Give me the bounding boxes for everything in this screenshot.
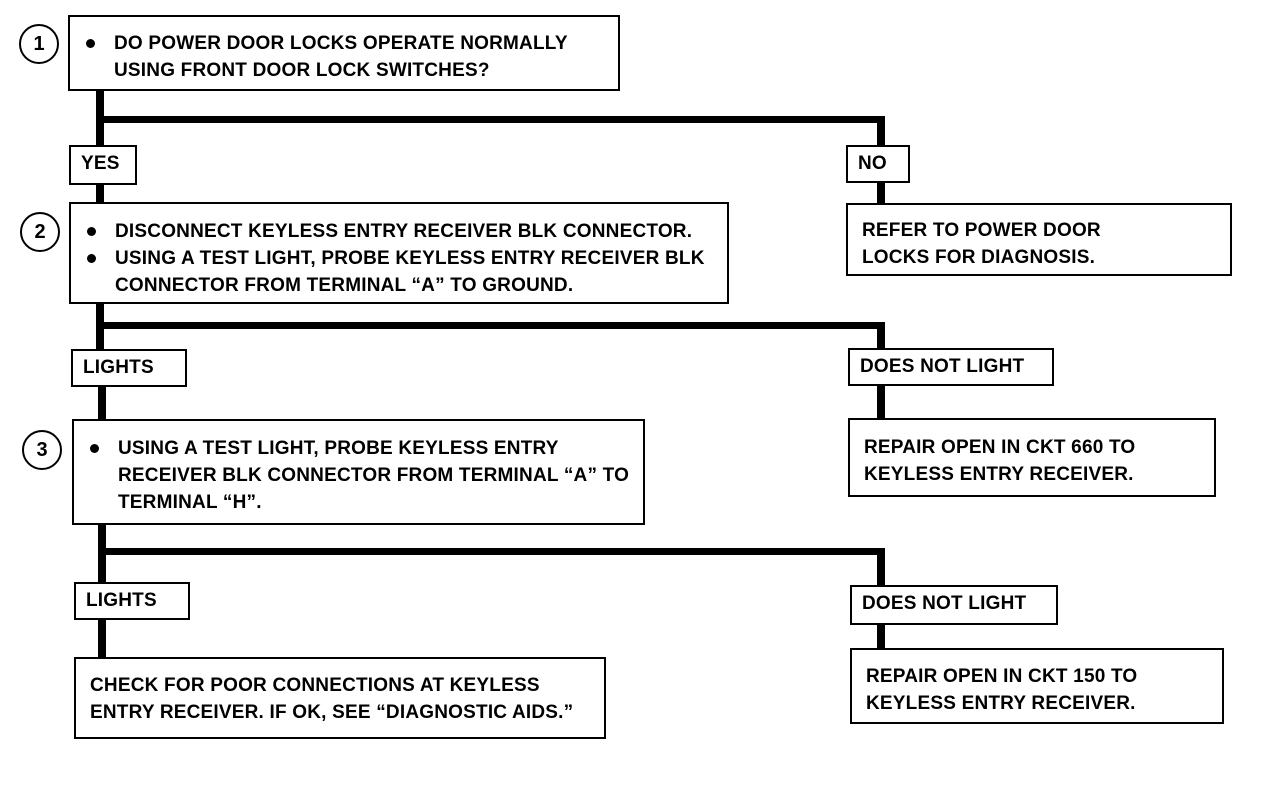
step-number-2: 2 bbox=[20, 212, 60, 252]
step-2-box: DISCONNECT KEYLESS ENTRY RECEIVER BLK CO… bbox=[69, 202, 729, 304]
connector-line bbox=[98, 548, 885, 555]
connector-line bbox=[877, 384, 885, 420]
branch-label-does-not-light: DOES NOT LIGHT bbox=[850, 585, 1058, 625]
connector-line bbox=[877, 179, 885, 205]
result-repair-ckt-150: REPAIR OPEN IN CKT 150 TO KEYLESS ENTRY … bbox=[850, 648, 1224, 724]
connector-line bbox=[96, 116, 885, 123]
result-refer-power-door-locks: REFER TO POWER DOOR LOCKS FOR DIAGNOSIS. bbox=[846, 203, 1232, 276]
connector-line bbox=[877, 622, 885, 650]
branch-label-yes: YES bbox=[69, 145, 137, 185]
step-1-bullet-1: DO POWER DOOR LOCKS OPERATE NORMALLY USI… bbox=[84, 30, 608, 84]
connector-line bbox=[96, 183, 104, 207]
result-check-poor-connections: CHECK FOR POOR CONNECTIONS AT KEYLESS EN… bbox=[74, 657, 606, 739]
branch-label-does-not-light: DOES NOT LIGHT bbox=[848, 348, 1054, 386]
step-2-bullet-2: USING A TEST LIGHT, PROBE KEYLESS ENTRY … bbox=[85, 245, 717, 299]
step-number-3: 3 bbox=[22, 430, 62, 470]
connector-line bbox=[98, 384, 106, 422]
branch-label-lights: LIGHTS bbox=[74, 582, 190, 620]
connector-line bbox=[877, 116, 885, 148]
connector-line bbox=[98, 618, 106, 660]
step-number-1: 1 bbox=[19, 24, 59, 64]
step-3-bullet-1: USING A TEST LIGHT, PROBE KEYLESS ENTRY … bbox=[88, 435, 633, 516]
connector-line bbox=[96, 322, 885, 329]
connector-line bbox=[877, 548, 885, 588]
step-1-box: DO POWER DOOR LOCKS OPERATE NORMALLY USI… bbox=[68, 15, 620, 91]
branch-label-no: NO bbox=[846, 145, 910, 183]
connector-line bbox=[877, 322, 885, 350]
step-3-box: USING A TEST LIGHT, PROBE KEYLESS ENTRY … bbox=[72, 419, 645, 525]
step-2-bullet-1: DISCONNECT KEYLESS ENTRY RECEIVER BLK CO… bbox=[85, 218, 717, 245]
result-repair-ckt-660: REPAIR OPEN IN CKT 660 TO KEYLESS ENTRY … bbox=[848, 418, 1216, 497]
branch-label-lights: LIGHTS bbox=[71, 349, 187, 387]
